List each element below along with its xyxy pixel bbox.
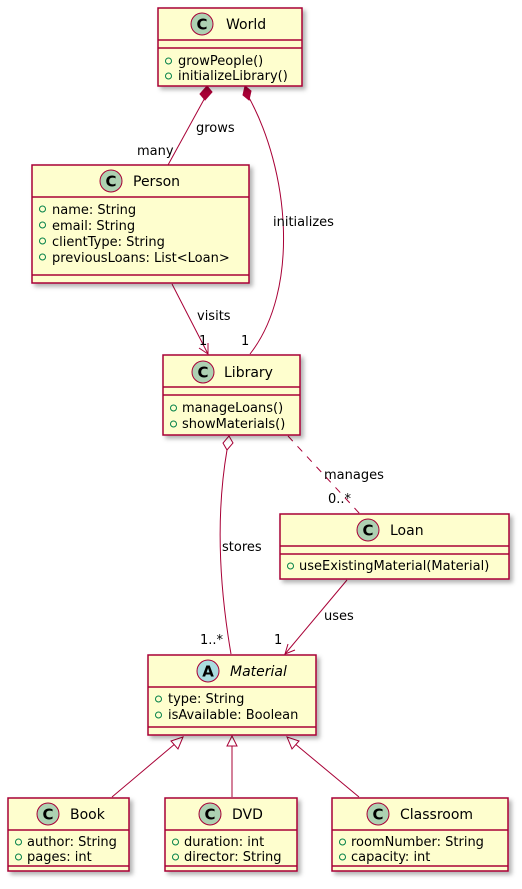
class-icon bbox=[356, 518, 380, 542]
class-member: capacity: int bbox=[351, 850, 430, 865]
public-member-icon bbox=[165, 57, 172, 65]
class-member: director: String bbox=[184, 850, 282, 865]
class-member: pages: int bbox=[27, 850, 92, 865]
public-member-icon bbox=[39, 253, 46, 261]
class-icon bbox=[366, 802, 390, 826]
class-member: previousLoans: List<Loan> bbox=[52, 251, 230, 266]
relation-person-visits-library: visits 1 bbox=[171, 283, 231, 355]
class-world[interactable]: C World growPeople() initializeLibrary() bbox=[157, 7, 303, 87]
relation-label: initializes bbox=[273, 215, 334, 230]
class-library[interactable]: C Library manageLoans() showMaterials() bbox=[162, 354, 301, 436]
relation-classroom-extends-material bbox=[286, 736, 360, 798]
public-member-icon bbox=[39, 205, 46, 213]
public-member-icon bbox=[339, 838, 346, 846]
class-dvd[interactable]: C DVD duration: int director: String bbox=[164, 797, 298, 872]
relation-label: uses bbox=[324, 609, 354, 624]
inheritance-triangle bbox=[226, 734, 238, 747]
class-name: Library bbox=[224, 365, 273, 381]
relation-dvd-extends-material bbox=[226, 734, 238, 797]
class-name: Loan bbox=[390, 523, 424, 539]
composition-diamond bbox=[242, 85, 252, 101]
multiplicity: 1 bbox=[199, 334, 207, 349]
class-person[interactable]: C Person name: String email: String clie… bbox=[31, 164, 250, 284]
class-member: author: String bbox=[27, 835, 117, 850]
class-member: duration: int bbox=[184, 835, 264, 850]
public-member-icon bbox=[39, 221, 46, 229]
class-name: Material bbox=[230, 664, 287, 680]
relation-label: stores bbox=[222, 540, 262, 555]
class-book[interactable]: C Book author: String pages: int bbox=[7, 797, 130, 872]
public-member-icon bbox=[39, 237, 46, 245]
relation-library-stores-material: stores 1..* bbox=[200, 435, 262, 655]
class-classroom[interactable]: C Classroom roomNumber: String capacity:… bbox=[331, 797, 509, 872]
relation-label: grows bbox=[196, 121, 235, 136]
public-member-icon bbox=[170, 420, 177, 428]
class-member: manageLoans() bbox=[182, 401, 283, 416]
class-loan[interactable]: C Loan useExistingMaterial(Material) bbox=[279, 513, 510, 580]
abstract-class-icon bbox=[196, 659, 220, 683]
class-stereotype-glyph: C bbox=[204, 806, 215, 824]
composition-diamond bbox=[199, 85, 213, 101]
public-member-icon bbox=[155, 711, 162, 719]
class-member: useExistingMaterial(Material) bbox=[299, 559, 489, 574]
public-member-icon bbox=[15, 853, 22, 861]
inheritance-triangle bbox=[170, 736, 184, 750]
relation-library-manages-loan: manages 0..* bbox=[287, 435, 384, 515]
public-member-icon bbox=[172, 838, 179, 846]
relation-world-initializes-library: initializes 1 bbox=[241, 85, 334, 355]
aggregation-diamond bbox=[222, 435, 234, 451]
arrow-head bbox=[284, 643, 296, 655]
class-member: isAvailable: Boolean bbox=[168, 708, 298, 723]
public-member-icon bbox=[15, 838, 22, 846]
class-icon bbox=[191, 360, 215, 384]
class-member: type: String bbox=[168, 692, 244, 707]
class-member: roomNumber: String bbox=[351, 835, 484, 850]
class-stereotype-glyph: C bbox=[362, 522, 373, 540]
relation-label: manages bbox=[324, 468, 384, 483]
public-member-icon bbox=[287, 562, 294, 570]
multiplicity: 0..* bbox=[328, 492, 352, 507]
class-material[interactable]: A Material type: String isAvailable: Boo… bbox=[147, 654, 317, 736]
multiplicity: 1..* bbox=[200, 633, 224, 648]
public-member-icon bbox=[170, 404, 177, 412]
public-member-icon bbox=[339, 853, 346, 861]
public-member-icon bbox=[165, 72, 172, 80]
class-name: World bbox=[226, 17, 266, 33]
relation-world-grows-person: grows many bbox=[137, 85, 235, 166]
class-member: name: String bbox=[52, 203, 136, 218]
class-stereotype-glyph: C bbox=[42, 806, 53, 824]
class-stereotype-glyph: C bbox=[105, 173, 116, 191]
multiplicity: many bbox=[137, 144, 174, 159]
public-member-icon bbox=[172, 853, 179, 861]
class-stereotype-glyph: C bbox=[372, 806, 383, 824]
class-member: showMaterials() bbox=[182, 417, 285, 432]
class-member: initializeLibrary() bbox=[178, 69, 288, 84]
class-icon bbox=[99, 169, 123, 193]
class-icon bbox=[36, 802, 60, 826]
class-name: DVD bbox=[232, 807, 263, 823]
class-member: clientType: String bbox=[52, 235, 165, 250]
multiplicity: 1 bbox=[274, 633, 282, 648]
class-icon bbox=[190, 12, 214, 36]
relation-loan-uses-material: uses 1 bbox=[274, 579, 354, 655]
class-stereotype-glyph: A bbox=[202, 663, 214, 681]
relation-book-extends-material bbox=[111, 736, 184, 798]
class-icon bbox=[198, 802, 222, 826]
class-stereotype-glyph: C bbox=[197, 364, 208, 382]
class-stereotype-glyph: C bbox=[196, 16, 207, 34]
inheritance-triangle bbox=[286, 736, 300, 750]
class-member: growPeople() bbox=[178, 54, 263, 69]
class-name: Book bbox=[70, 807, 106, 823]
multiplicity: 1 bbox=[241, 334, 249, 349]
class-name: Classroom bbox=[400, 807, 473, 823]
class-name: Person bbox=[133, 174, 180, 190]
arrow-head bbox=[198, 343, 209, 355]
public-member-icon bbox=[155, 695, 162, 703]
class-member: email: String bbox=[52, 219, 135, 234]
relation-label: visits bbox=[197, 309, 231, 324]
